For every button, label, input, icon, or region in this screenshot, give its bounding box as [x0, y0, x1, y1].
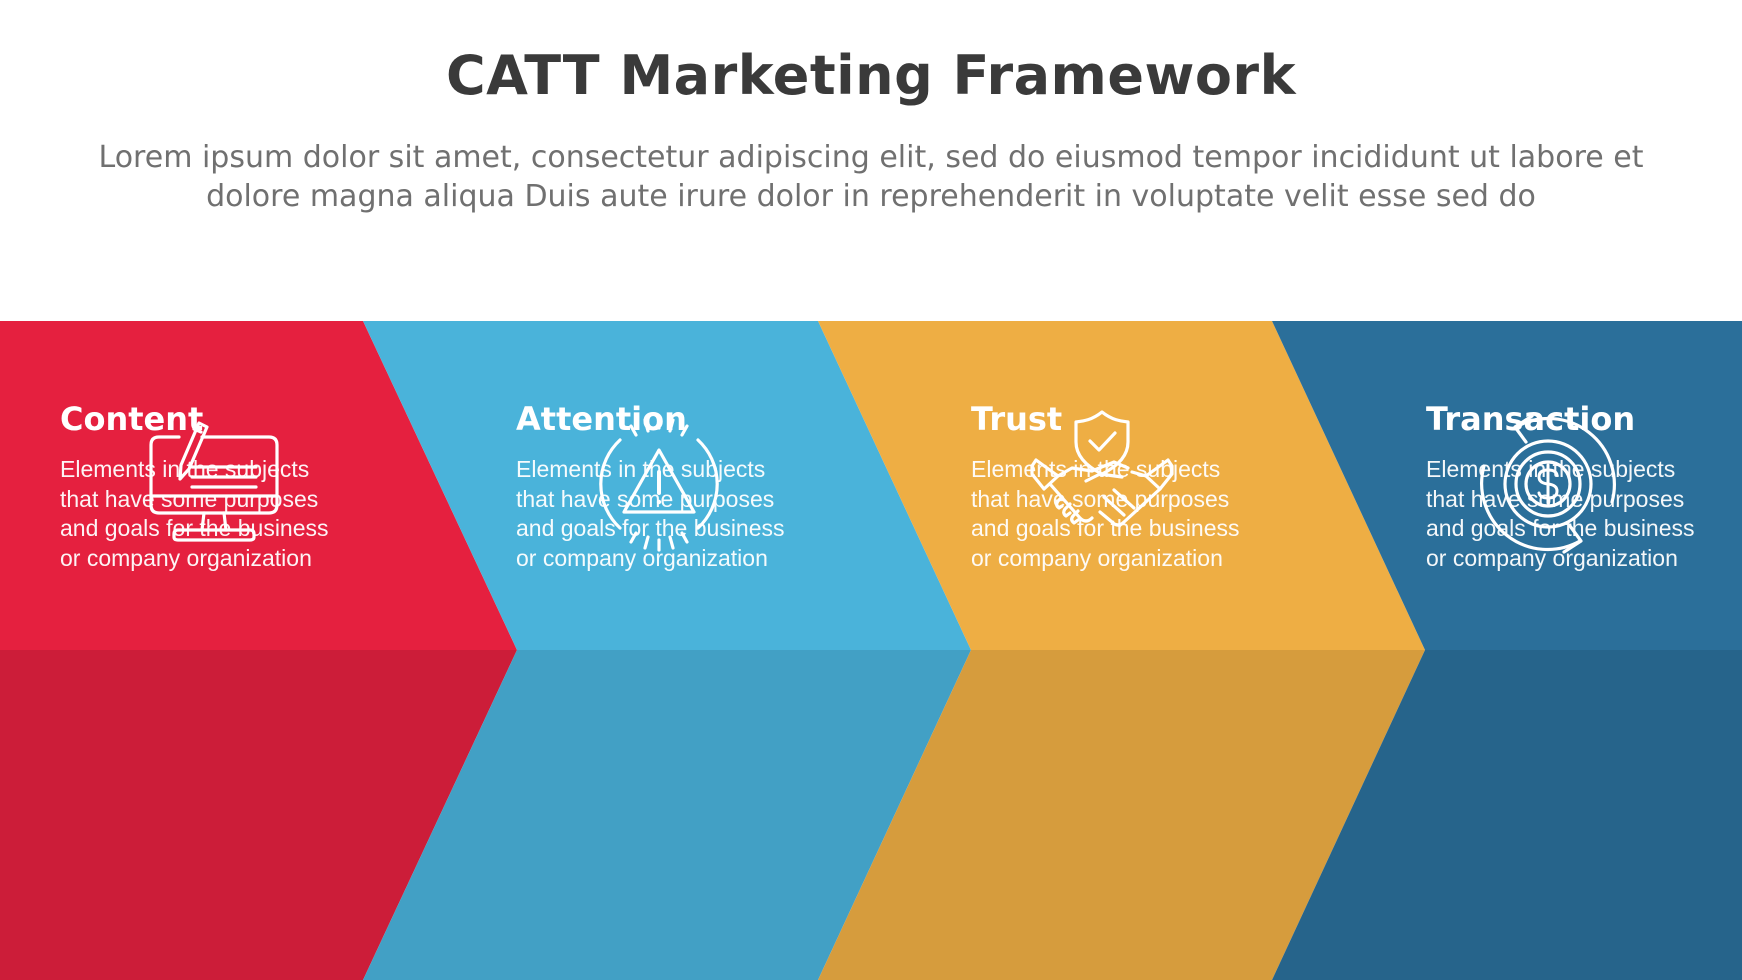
step-transaction: [1272, 321, 1742, 980]
step-description-trust: Elements in the subjects that have some …: [971, 456, 1240, 571]
monitor-pen-icon: [149, 421, 279, 542]
step-attention: [363, 321, 971, 980]
step-description-transaction: Elements in the subjects that have some …: [1426, 456, 1695, 571]
step-transaction-panel-top: [1272, 321, 1742, 650]
step-title-transaction: Transaction: [1426, 400, 1636, 438]
step-text-trust: Trust Elements in the subjects that have…: [971, 399, 1301, 573]
warning-alert-icon: [599, 416, 719, 552]
step-trust: [818, 321, 1425, 980]
page-subtitle: Lorem ipsum dolor sit amet, consectetur …: [98, 140, 1644, 214]
step-title-content: Content: [60, 400, 204, 438]
step-description-attention: Elements in the subjects that have some …: [516, 456, 785, 571]
step-content-panel-bottom: [0, 650, 517, 980]
step-content-panel-top: [0, 321, 517, 650]
catt-chevron-diagram: [0, 321, 1742, 980]
step-text-attention: Attention Elements in the subjects that …: [516, 399, 846, 573]
step-description-content: Elements in the subjects that have some …: [60, 456, 329, 571]
handshake-shield-icon: [1030, 410, 1174, 527]
step-content: [0, 321, 517, 980]
step-trust-panel-top: [818, 321, 1425, 650]
step-trust-panel-bottom: [818, 650, 1425, 980]
page-title: CATT Marketing Framework: [446, 44, 1296, 107]
step-attention-panel-bottom: [363, 650, 971, 980]
dollar-cycle-icon: [1480, 414, 1616, 554]
step-title-trust: Trust: [971, 400, 1063, 438]
step-text-transaction: Transaction Elements in the subjects tha…: [1426, 399, 1742, 573]
step-transaction-panel-bottom: [1272, 650, 1742, 980]
step-title-attention: Attention: [516, 400, 687, 438]
step-attention-panel-top: [363, 321, 971, 650]
step-text-content: Content Elements in the subjects that ha…: [60, 399, 390, 573]
